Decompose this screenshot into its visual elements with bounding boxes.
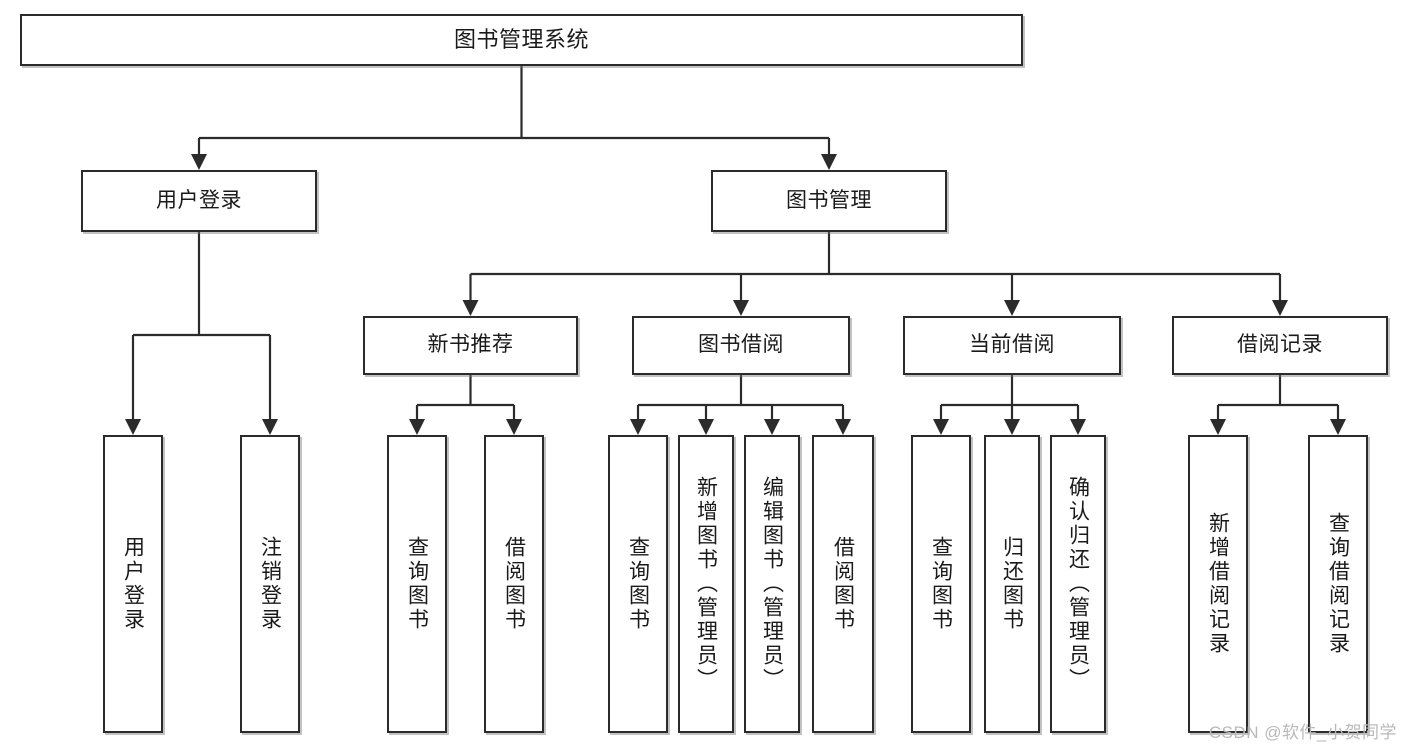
node-root[interactable]: 图书管理系统 bbox=[20, 14, 1023, 66]
node-login[interactable]: 用户登录 bbox=[81, 170, 317, 232]
node-label-leaf-c-query: 查询图书 bbox=[929, 536, 953, 632]
arrow-head-leaf-new-query bbox=[409, 419, 425, 435]
node-newbook[interactable]: 新书推荐 bbox=[363, 316, 578, 375]
arrow-head-leaf-new-borrow bbox=[506, 419, 522, 435]
node-label-leaf-r-query: 查询借阅记录 bbox=[1326, 512, 1350, 656]
node-label-leaf-logout: 注销登录 bbox=[258, 536, 282, 632]
node-borrow[interactable]: 图书借阅 bbox=[632, 316, 850, 375]
arrow-head-leaf-logout bbox=[262, 419, 278, 435]
arrow-head-leaf-c-return bbox=[1004, 419, 1020, 435]
arrow-head-borrow bbox=[733, 300, 749, 316]
node-label-leaf-new-borrow: 借阅图书 bbox=[502, 536, 526, 632]
node-label-record: 借阅记录 bbox=[1237, 333, 1323, 357]
node-label-leaf-b-borrow: 借阅图书 bbox=[831, 536, 855, 632]
arrow-head-leaf-b-borrow bbox=[835, 419, 851, 435]
node-label-root: 图书管理系统 bbox=[453, 27, 589, 53]
node-leaf-new-borrow[interactable]: 借阅图书 bbox=[484, 435, 544, 733]
node-label-bookmgmt: 图书管理 bbox=[786, 188, 872, 212]
arrow-head-leaf-b-query bbox=[630, 419, 646, 435]
watermark: CSDN @软件_小贺同学 bbox=[1208, 723, 1397, 742]
node-leaf-b-edit[interactable]: 编辑图书（管理员） bbox=[744, 435, 800, 733]
arrow-head-bookmgmt bbox=[821, 154, 837, 170]
node-leaf-new-query[interactable]: 查询图书 bbox=[387, 435, 447, 733]
node-record[interactable]: 借阅记录 bbox=[1172, 316, 1388, 375]
node-leaf-b-query[interactable]: 查询图书 bbox=[608, 435, 668, 733]
arrow-head-leaf-r-add bbox=[1210, 419, 1226, 435]
node-leaf-b-borrow[interactable]: 借阅图书 bbox=[812, 435, 874, 733]
node-leaf-b-add[interactable]: 新增图书（管理员） bbox=[678, 435, 734, 733]
arrow-head-current bbox=[1004, 300, 1020, 316]
node-label-leaf-b-edit: 编辑图书（管理员） bbox=[760, 476, 784, 692]
node-leaf-user-login[interactable]: 用户登录 bbox=[103, 435, 163, 733]
node-leaf-r-query[interactable]: 查询借阅记录 bbox=[1308, 435, 1368, 733]
arrow-head-newbook bbox=[462, 300, 479, 316]
node-label-newbook: 新书推荐 bbox=[427, 333, 514, 357]
arrow-head-leaf-r-query bbox=[1330, 419, 1346, 435]
node-label-leaf-r-add: 新增借阅记录 bbox=[1206, 512, 1230, 656]
arrow-head-leaf-b-add bbox=[698, 419, 714, 435]
node-label-borrow: 图书借阅 bbox=[698, 333, 784, 357]
node-label-leaf-c-return: 归还图书 bbox=[1000, 536, 1024, 632]
arrow-head-login bbox=[191, 154, 207, 170]
node-bookmgmt[interactable]: 图书管理 bbox=[711, 170, 947, 232]
node-label-leaf-b-query: 查询图书 bbox=[626, 536, 650, 632]
node-leaf-r-add[interactable]: 新增借阅记录 bbox=[1188, 435, 1248, 733]
node-leaf-c-return[interactable]: 归还图书 bbox=[984, 435, 1040, 733]
arrow-head-leaf-user-login bbox=[125, 419, 141, 435]
arrow-head-leaf-b-edit bbox=[764, 419, 780, 435]
node-label-login: 用户登录 bbox=[156, 188, 242, 212]
node-label-leaf-b-add: 新增图书（管理员） bbox=[694, 476, 718, 692]
arrow-head-leaf-c-confirm bbox=[1070, 419, 1086, 435]
node-current[interactable]: 当前借阅 bbox=[903, 316, 1121, 375]
node-label-current: 当前借阅 bbox=[969, 333, 1055, 357]
node-label-leaf-new-query: 查询图书 bbox=[405, 536, 429, 632]
arrow-head-leaf-c-query bbox=[933, 419, 949, 435]
arrow-head-record bbox=[1272, 300, 1288, 316]
node-label-leaf-user-login: 用户登录 bbox=[121, 536, 145, 632]
node-leaf-logout[interactable]: 注销登录 bbox=[240, 435, 300, 733]
node-leaf-c-query[interactable]: 查询图书 bbox=[911, 435, 971, 733]
node-leaf-c-confirm[interactable]: 确认归还（管理员） bbox=[1050, 435, 1106, 733]
node-label-leaf-c-confirm: 确认归还（管理员） bbox=[1066, 476, 1090, 692]
